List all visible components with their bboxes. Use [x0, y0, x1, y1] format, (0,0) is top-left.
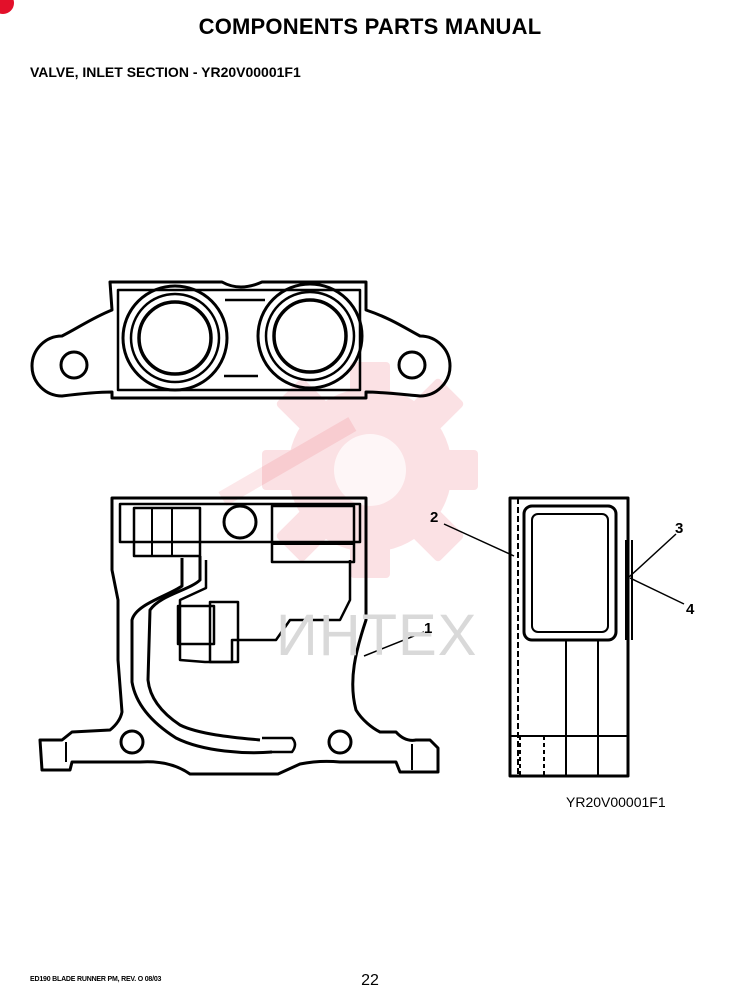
- callout-1: 1: [424, 620, 433, 637]
- corner-logo-mark: [0, 0, 14, 14]
- front-view: [38, 496, 440, 776]
- footer-doc-ref: ED190 BLADE RUNNER PM, REV. O 08/03: [30, 976, 162, 983]
- top-view: [30, 280, 452, 400]
- callout-3: 3: [675, 520, 684, 537]
- side-view: [508, 496, 633, 778]
- leader-line-2: [443, 523, 515, 557]
- page-title: COMPONENTS PARTS MANUAL: [198, 14, 542, 39]
- page-number: 22: [361, 972, 379, 989]
- callout-2: 2: [430, 509, 439, 526]
- figure-reference: YR20V00001F1: [566, 794, 666, 810]
- section-title: VALVE, INLET SECTION - YR20V00001F1: [30, 64, 301, 80]
- leader-line-3: [627, 533, 677, 579]
- callout-4: 4: [686, 601, 695, 618]
- callout-leader-lines: [363, 523, 685, 657]
- watermark-text: ИНТЕХ: [276, 603, 478, 668]
- leader-line-4: [629, 577, 685, 605]
- leader-line-1: [363, 631, 425, 657]
